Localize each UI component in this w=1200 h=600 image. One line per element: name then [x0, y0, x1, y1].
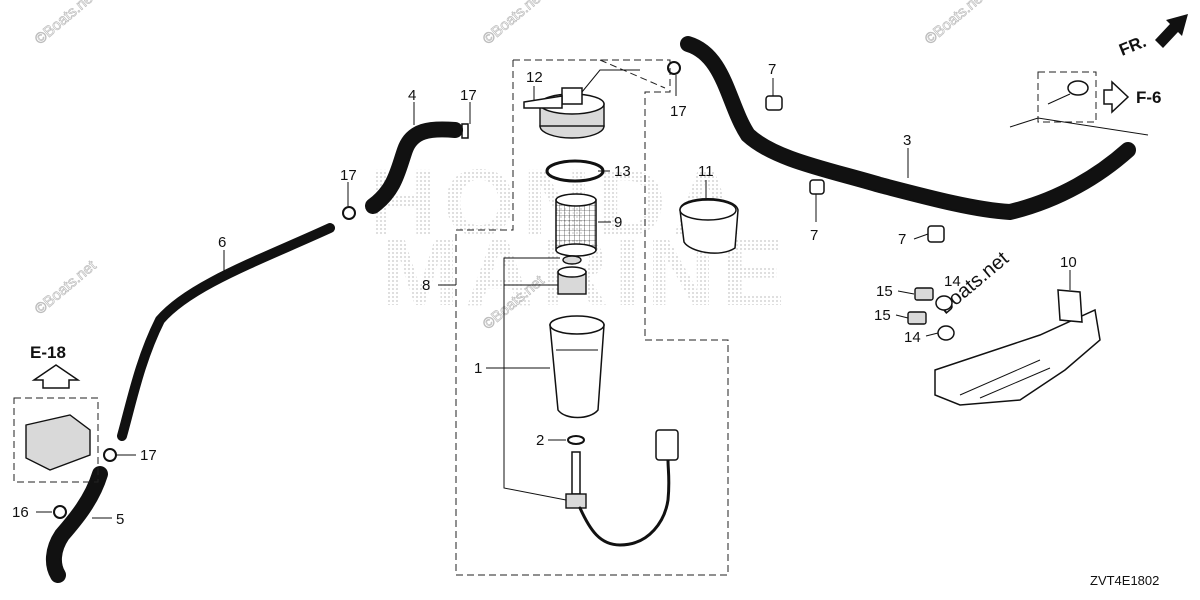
leader-lines: [36, 75, 1071, 519]
clip: [927, 225, 945, 243]
callout-6: 6: [218, 234, 226, 251]
watermark-layer: HONDA MARINE ©Boats.net ©Boats.net ©Boat…: [31, 0, 1013, 333]
mount-bracket: [934, 289, 1101, 406]
filter-bracket: [679, 198, 739, 254]
washer: [567, 435, 585, 445]
callout-13: 13: [614, 163, 631, 180]
callout-17: 17: [140, 447, 157, 464]
callout-16: 16: [12, 504, 29, 521]
cross-ref-e18: E-18: [30, 343, 66, 362]
callout-7: 7: [898, 231, 906, 248]
front-arrow-icon: [1155, 14, 1188, 48]
assembly-outline: [455, 59, 729, 576]
callout-14: 14: [904, 329, 921, 346]
callout-15: 15: [876, 283, 893, 300]
callout-11: 10: [1060, 254, 1077, 271]
callout-9: 9: [614, 214, 622, 231]
collar: [937, 325, 955, 341]
clip: [809, 179, 825, 195]
hose-clamp: [53, 505, 67, 519]
collar: [935, 295, 953, 311]
hose-clamp: [667, 61, 681, 75]
up-arrow-icon: [31, 364, 81, 389]
watermark-boats-net: ©Boats.net: [32, 257, 101, 318]
hoses: [45, 36, 1136, 583]
clip: [765, 95, 783, 111]
filter-element: [555, 193, 597, 257]
watermark-boats-net: ©Boats.net: [480, 0, 549, 48]
watermark-boats-net: ©Boats.net: [32, 0, 101, 48]
callout-7: 7: [768, 61, 776, 78]
e18-reference-part: [13, 397, 99, 483]
bolt: [907, 311, 927, 325]
hose-clamp: [342, 206, 356, 220]
right-arrow-icon: [1103, 80, 1130, 114]
callout-12: 11: [698, 163, 714, 180]
callout-labels: 4 17 17 6 12 17 7 13 11 9 7 3 7 8 1 2 17…: [12, 32, 1162, 588]
watermark-boats-net: ©Boats.net: [922, 0, 991, 48]
callout-14: 14: [944, 273, 961, 290]
float: [557, 266, 587, 295]
callout-17: 17: [460, 87, 477, 104]
callout-15: 15: [874, 307, 891, 324]
callout-17: 17: [340, 167, 357, 184]
water-sensor: [565, 429, 679, 547]
filter-cup: [549, 315, 605, 419]
drawing-code: ZVT4E1802: [1090, 573, 1159, 588]
filter-cap: [523, 69, 640, 139]
float-washer: [562, 255, 582, 265]
callout-8: 8: [422, 277, 430, 294]
callout-7: 7: [810, 227, 818, 244]
hose-clamp: [461, 123, 469, 139]
f6-reference-part: [1009, 71, 1149, 136]
watermark-honda: HONDA: [368, 150, 746, 256]
front-label: FR.: [1116, 32, 1149, 60]
callout-2: 2: [536, 432, 544, 449]
cross-ref-f6: F-6: [1136, 88, 1162, 107]
callout-4: 4: [408, 87, 416, 104]
callout-5: 5: [116, 511, 124, 528]
bolt: [914, 287, 934, 301]
callout-10: 12: [526, 69, 543, 86]
callout-1: 1: [474, 360, 482, 377]
callout-17: 17: [670, 103, 687, 120]
hose-clamp: [103, 448, 117, 462]
callout-3: 3: [903, 132, 911, 149]
